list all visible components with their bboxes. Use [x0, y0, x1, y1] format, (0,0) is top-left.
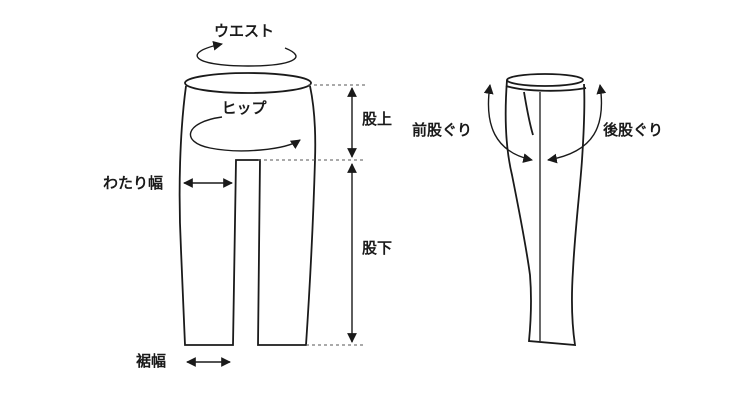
front-rise-arrow: [483, 84, 533, 163]
front-pants-outline: [178, 85, 317, 346]
inseam-label: 股下: [362, 239, 392, 257]
waist-arrow: [196, 40, 297, 67]
waist-label: ウエスト: [214, 22, 274, 40]
waistband-ellipse: [184, 72, 312, 94]
hem-width-label: 裾幅: [136, 352, 166, 370]
rise-label: 股上: [362, 110, 392, 128]
side-pants-outline: [504, 73, 587, 346]
hip-label: ヒップ: [221, 99, 267, 117]
thigh-width-label: わたり幅: [103, 174, 163, 192]
hip-arrow: [189, 116, 301, 152]
dashed-guides: [258, 84, 365, 346]
back-rise-arrow: [547, 84, 607, 164]
back-rise-label: 後股ぐり: [602, 121, 663, 139]
front-rise-label: 前股ぐり: [412, 121, 472, 139]
